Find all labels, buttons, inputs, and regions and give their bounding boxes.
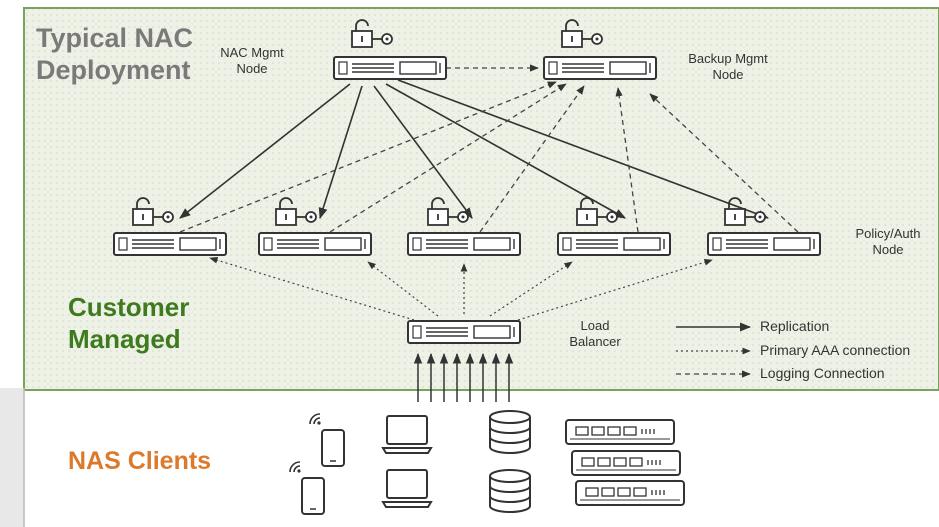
replication-link bbox=[318, 85, 363, 220]
backup-mgmt-label: Backup Mgmt Node bbox=[678, 51, 778, 84]
server-icon bbox=[407, 320, 521, 344]
server-icon bbox=[707, 232, 821, 256]
server-icon bbox=[543, 56, 657, 80]
network-switch-icon bbox=[565, 419, 675, 445]
aaa-link bbox=[517, 259, 713, 321]
logging-link bbox=[479, 85, 585, 233]
legend-replication-label: Replication bbox=[760, 318, 830, 334]
backup-mgmt-label-line1: Backup Mgmt bbox=[688, 51, 768, 66]
legend bbox=[676, 322, 752, 378]
server-icon bbox=[407, 232, 521, 256]
server-icon bbox=[113, 232, 227, 256]
deployment-title: Typical NAC Deployment bbox=[36, 23, 193, 87]
load-balancer-node bbox=[407, 320, 521, 344]
legend-primary-aaa-label: Primary AAA connection bbox=[760, 342, 911, 358]
laptop-icon bbox=[382, 415, 432, 454]
server-icon bbox=[258, 232, 372, 256]
replication-link bbox=[373, 85, 473, 219]
replication-link bbox=[397, 79, 770, 219]
logging-links bbox=[179, 64, 799, 233]
aaa-link bbox=[209, 256, 415, 321]
server-icon bbox=[333, 56, 447, 80]
replication-link bbox=[179, 83, 351, 219]
smartphone-icon bbox=[321, 429, 345, 467]
load-balancer-label-line2: Balancer bbox=[569, 334, 621, 350]
primary-aaa-links bbox=[209, 256, 713, 321]
nac-mgmt-label-line2: Node bbox=[236, 61, 268, 77]
database-icon bbox=[489, 410, 531, 454]
aaa-link bbox=[489, 261, 573, 317]
nas-clients-zone-edge bbox=[0, 388, 24, 527]
deployment-title-line1: Typical NAC bbox=[36, 23, 194, 53]
legend-logging-label: Logging Connection bbox=[760, 365, 885, 381]
replication-links bbox=[179, 79, 770, 220]
smartphone-icon bbox=[301, 477, 325, 515]
nas-clients-title: NAS Clients bbox=[68, 447, 212, 475]
load-balancer-label: Load Balancer bbox=[560, 318, 630, 351]
logging-link bbox=[329, 83, 567, 233]
logging-link bbox=[615, 87, 639, 233]
logging-link bbox=[179, 81, 557, 233]
replication-link bbox=[385, 83, 626, 219]
policy-auth-label-line1: Policy/Auth bbox=[855, 226, 921, 241]
customer-managed-title: Customer Managed bbox=[68, 292, 189, 355]
network-switch-icon bbox=[571, 450, 681, 476]
backup-mgmt-label-line2: Node bbox=[712, 67, 744, 83]
server-icon bbox=[557, 232, 671, 256]
logging-link bbox=[649, 93, 799, 233]
load-balancer-label-line1: Load bbox=[580, 318, 610, 333]
network-switch-icon bbox=[575, 480, 685, 506]
database-icon bbox=[489, 469, 531, 513]
policy-auth-label: Policy/Auth Node bbox=[838, 226, 938, 259]
nac-mgmt-label: NAC Mgmt Node bbox=[214, 45, 290, 78]
customer-managed-line2: Managed bbox=[68, 323, 181, 354]
client-uplinks bbox=[413, 352, 514, 402]
deployment-title-line2: Deployment bbox=[36, 54, 191, 85]
customer-managed-line1: Customer bbox=[68, 292, 190, 322]
laptop-icon bbox=[382, 469, 432, 508]
nac-mgmt-label-line1: NAC Mgmt bbox=[220, 45, 284, 60]
policy-auth-label-line2: Node bbox=[872, 242, 904, 258]
